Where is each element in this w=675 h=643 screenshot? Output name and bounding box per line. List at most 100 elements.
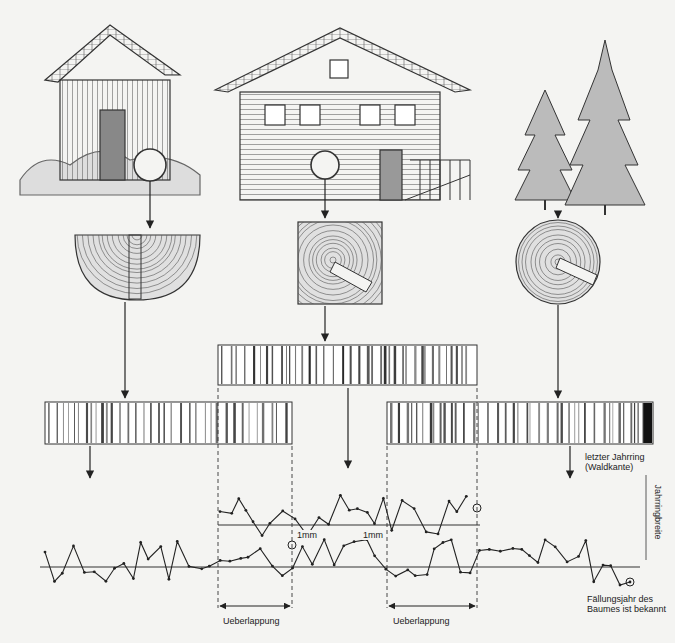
growth-ring: [298, 222, 381, 304]
data-point: [433, 547, 436, 550]
ring-stripe: [333, 346, 334, 384]
ring-stripe: [281, 346, 283, 384]
data-point: [520, 548, 523, 551]
end-marker: [288, 541, 296, 549]
ring-curve: [45, 540, 630, 585]
data-point: [450, 538, 453, 541]
data-point: [268, 522, 271, 525]
ring-stripe: [578, 403, 580, 443]
ring-stripe: [513, 403, 515, 443]
ring-stripe: [529, 403, 531, 443]
ring-stripe: [233, 403, 236, 443]
ring-bar: [387, 402, 653, 444]
ring-stripe: [210, 403, 212, 443]
ring-stripe: [350, 346, 352, 384]
ring-stripe: [463, 403, 465, 443]
overlap-lines: [218, 388, 477, 608]
ring-stripe: [594, 403, 596, 443]
data-point: [382, 497, 385, 500]
ring-stripe: [446, 346, 448, 384]
data-point: [323, 538, 326, 541]
data-point: [230, 512, 233, 515]
ring-stripe: [48, 403, 50, 443]
growth-ring: [298, 222, 377, 304]
data-point: [488, 548, 491, 551]
data-point: [228, 560, 231, 563]
ring-stripe: [226, 403, 228, 443]
ring-stripe: [433, 403, 434, 443]
ring-stripe: [242, 403, 244, 443]
growth-ring: [298, 222, 382, 304]
data-point: [602, 564, 605, 567]
data-point: [394, 575, 397, 578]
ring-stripe: [603, 403, 605, 443]
growth-ring: [127, 235, 147, 245]
data-point: [609, 564, 612, 567]
data-point: [373, 554, 376, 557]
data-point: [247, 556, 250, 559]
ring-bar: [218, 345, 477, 385]
growth-ring: [99, 235, 176, 273]
growth-ring: [107, 235, 167, 264]
ring-stripe: [266, 346, 268, 384]
ring-stripe: [517, 403, 519, 443]
data-point: [528, 554, 531, 557]
end-marker: [626, 578, 634, 586]
overlap-arrows: [220, 606, 475, 607]
ring-stripe: [451, 346, 453, 384]
ring-stripe: [557, 403, 559, 443]
ring-stripe: [465, 346, 467, 384]
ring-width-bars: [45, 345, 653, 444]
data-point: [44, 551, 47, 554]
ring-stripe: [253, 346, 255, 384]
ring-width-curves: [44, 494, 634, 586]
ring-stripe: [574, 403, 576, 443]
growth-ring: [77, 235, 197, 294]
ring-stripe: [634, 403, 635, 443]
ring-stripe: [443, 403, 445, 443]
data-point: [159, 545, 162, 548]
ring-stripe: [119, 403, 120, 443]
ring-stripe: [143, 403, 145, 443]
ring-stripe: [440, 403, 442, 443]
ring-stripe: [421, 346, 423, 384]
ring-stripe: [456, 346, 458, 384]
data-point: [413, 507, 416, 510]
growth-ring: [298, 222, 374, 301]
ring-stripe: [74, 403, 76, 443]
baselines: [40, 525, 640, 567]
data-point: [390, 529, 393, 532]
ring-stripe: [106, 403, 108, 443]
data-point: [219, 559, 222, 562]
data-point: [113, 567, 116, 570]
ring-stripe: [189, 403, 190, 443]
data-point: [208, 565, 211, 568]
text-label: 1mm: [296, 530, 318, 540]
shed: [20, 25, 200, 195]
ring-stripe: [630, 403, 632, 443]
ring-stripe: [538, 403, 540, 443]
half-disc-section: [75, 235, 200, 300]
ring-bar: [45, 402, 292, 444]
ring-stripe: [561, 403, 563, 443]
ring-stripe: [609, 403, 610, 443]
text-label: 1mm: [362, 530, 384, 540]
data-point: [348, 509, 351, 512]
data-point: [244, 509, 247, 512]
data-point: [259, 547, 262, 550]
data-point: [281, 574, 284, 577]
ring-stripe: [231, 346, 233, 384]
data-point: [353, 540, 356, 543]
ring-stripe: [389, 346, 391, 384]
growth-ring: [519, 223, 598, 302]
data-point: [455, 510, 458, 513]
ring-stripe: [248, 403, 250, 443]
data-point: [384, 568, 387, 571]
growth-ring: [298, 222, 382, 304]
data-point: [342, 544, 345, 547]
ring-stripe: [405, 346, 406, 384]
ring-stripe: [547, 403, 549, 443]
ring-stripe: [272, 403, 274, 443]
growth-ring: [123, 235, 151, 249]
